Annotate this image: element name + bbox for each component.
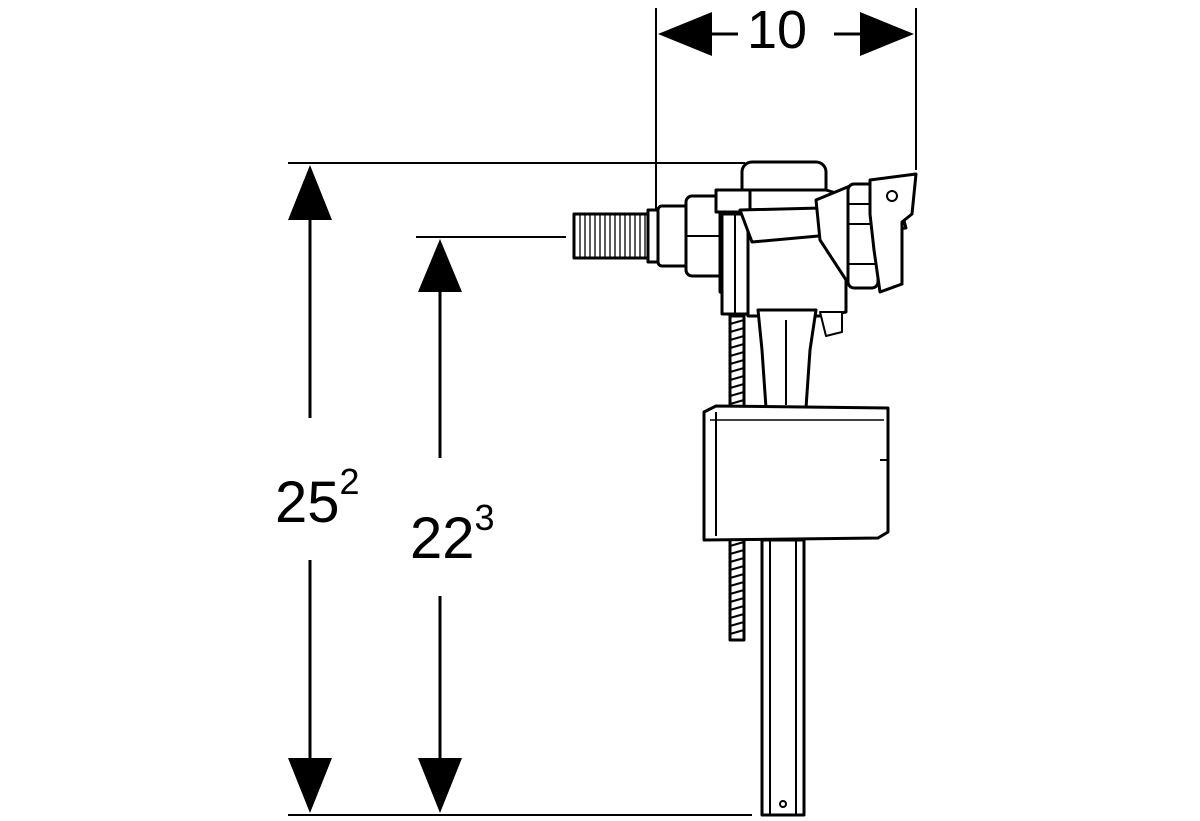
total-height-main: 25	[275, 470, 340, 535]
riser-tube	[756, 308, 843, 410]
width-arrow-left	[658, 12, 712, 56]
width-dimension: 10	[655, 0, 917, 214]
fill-valve-illustration	[572, 160, 918, 817]
float-box	[702, 404, 890, 542]
lower-tube	[760, 538, 806, 817]
inlet-height-dimension: 223	[410, 236, 566, 813]
inlet-height-arrow-bottom	[418, 758, 462, 813]
total-height-arrow-bottom	[288, 758, 332, 813]
threaded-inlet	[572, 194, 728, 278]
outlet-arm	[738, 172, 918, 294]
inlet-height-main: 22	[410, 506, 475, 571]
total-height-arrow-top	[288, 165, 332, 220]
width-label: 10	[747, 0, 807, 60]
inlet-height-sup: 3	[475, 497, 495, 538]
width-arrow-right	[860, 12, 914, 56]
inlet-height-label: 223	[410, 497, 495, 571]
total-height-label: 252	[275, 461, 360, 535]
total-height-sup: 2	[340, 461, 360, 502]
total-height-dimension: 252	[275, 162, 752, 816]
inlet-height-arrow-top	[418, 239, 462, 292]
